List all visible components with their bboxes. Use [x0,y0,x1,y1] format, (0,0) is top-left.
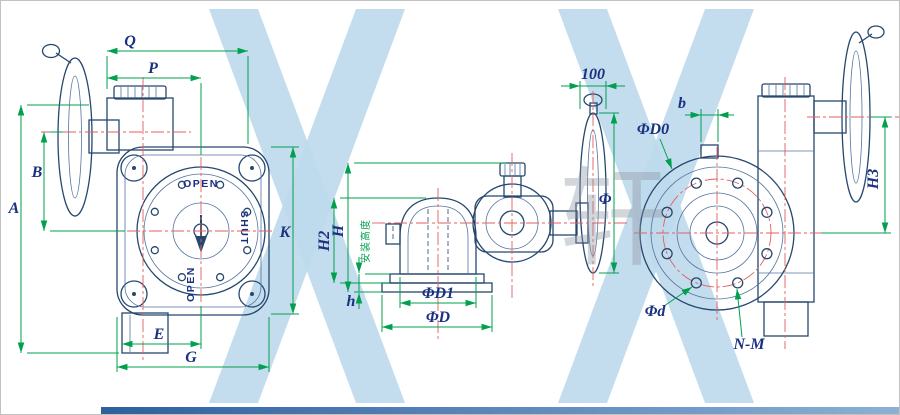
dim-label-phi-d0: ΦD0 [637,121,669,138]
end-wheel-knob [858,25,885,44]
dim-label-phi-d-bolt: Φd [645,303,667,320]
dim-a [17,104,119,354]
dim-label-k: K [279,224,292,241]
cover-bolt-holes [150,180,252,282]
corner-lugs [120,154,266,308]
handwheel-knob [41,43,72,64]
dim-label-g: G [185,349,197,366]
dim-b [40,131,125,232]
top-cap [761,83,811,98]
input-neck [106,97,174,151]
side-view: 100 Φ H2 H h 安装高度 ΦD1 [316,66,628,341]
dim-h-base [355,257,390,309]
flange-key-tab [700,144,719,159]
input-cap [113,85,167,100]
watermark-x-right [558,9,754,403]
watermark-character: 轩 [559,157,667,282]
watermark-x-left [209,9,405,403]
dim-phi-d [381,295,493,332]
dim-e [121,306,202,349]
dim-label-phi: Φ [599,191,612,208]
dim-label-e: E [153,326,165,343]
flange-bolt-holes [661,177,773,289]
dim-g [116,317,270,372]
dim-label-h-total: H [330,224,347,238]
handwheel [57,57,93,217]
dim-label-b-width: b [678,95,686,112]
dim-label-phi-d: ΦD [426,309,451,326]
dim-q [106,47,249,144]
dim-wheel-width-100 [561,81,625,109]
front-centerlines [41,77,275,363]
indicator-open-bottom-label: OPEN [185,266,197,302]
bottom-stem-pipe [121,312,169,354]
leader-phi-d0 [659,138,673,170]
dim-label-b: B [31,164,43,181]
side-centerlines [372,91,628,341]
corner-bolt-dots [132,166,254,296]
mounting-ear [385,223,401,245]
dim-label-phi-d1: ΦD1 [422,285,454,302]
indicator-shut-label: SHUT [238,211,250,246]
dome-hidden-bore [427,209,449,273]
leader-bolt-spec [734,288,743,338]
install-height-note: 安装高度 [359,219,372,263]
worm-gear-housing [474,195,554,253]
bottom-pipe [763,301,809,337]
gear-top-cap [499,162,526,198]
dim-b-width [685,109,734,142]
dim-phi [599,112,619,274]
wheel-hub [88,119,120,154]
dim-label-h-base: h [347,293,356,310]
dim-label-h2: H2 [316,231,333,252]
dim-k [271,146,299,315]
dim-phi-d1 [399,277,477,308]
dim-label-p: P [147,60,158,77]
dim-label-a: A [8,200,20,217]
dim-h3 [821,116,891,234]
bottom-accent-bar [101,407,899,414]
dim-label-100: 100 [581,66,605,83]
leader-phi-d-bolt [663,286,693,307]
dim-p [107,74,202,155]
dim-label-q: Q [124,33,136,50]
front-view: OPEN SHUT OPEN Q P A B [8,33,299,372]
dim-label-h3: H3 [865,169,882,190]
end-view: b ΦD0 H3 Φd N-M [634,25,899,353]
indicator-open-top-label: OPEN [183,178,219,190]
dim-label-bolt-spec: N-M [732,336,765,353]
base-flange-upper [389,273,485,284]
